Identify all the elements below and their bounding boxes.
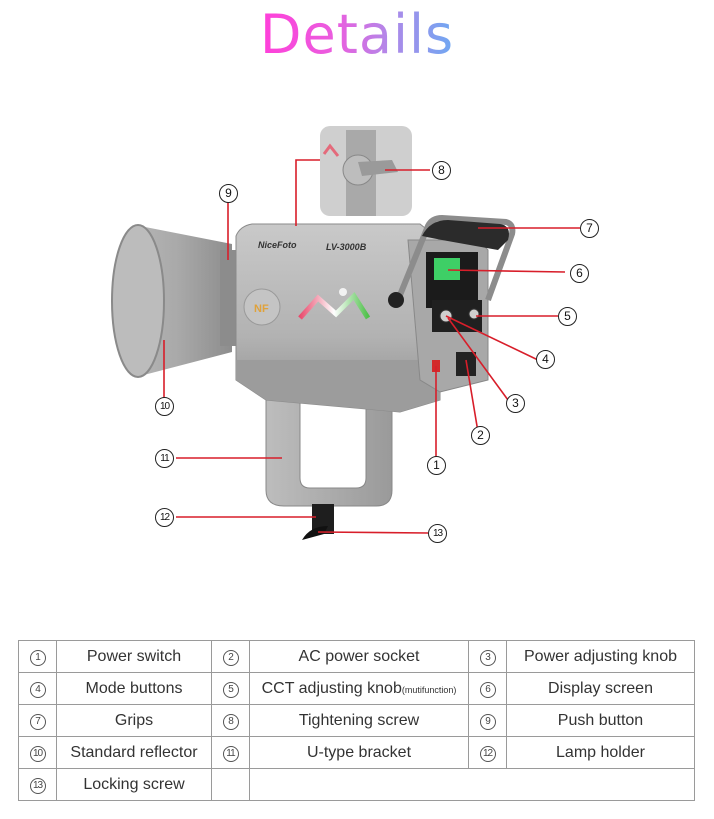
part-label: Push button xyxy=(506,704,695,737)
callout-lines xyxy=(163,159,580,534)
callout-11: 11 xyxy=(155,449,174,468)
callout-5: 5 xyxy=(558,307,577,326)
callout-1: 1 xyxy=(427,456,446,475)
product-diagram: NiceFoto LV-3000B NF xyxy=(0,80,714,620)
part-number: 11 xyxy=(222,746,239,762)
callout-13: 13 xyxy=(428,524,447,543)
part-number: 13 xyxy=(29,778,46,794)
callout-12: 12 xyxy=(155,508,174,527)
lamp-holder xyxy=(302,504,334,540)
callout-4: 4 xyxy=(536,350,555,369)
part-label: Power adjusting knob xyxy=(506,640,695,673)
part-number: 3 xyxy=(479,650,496,666)
part-label: Standard reflector xyxy=(56,736,212,769)
page-title: Details xyxy=(259,3,455,66)
part-note: (mutifunction) xyxy=(401,684,457,695)
callout-3: 3 xyxy=(506,394,525,413)
part-number: 5 xyxy=(222,682,239,698)
part-label: Power switch xyxy=(56,640,212,673)
table-row: 13 Locking screw xyxy=(18,768,695,801)
callout-7: 7 xyxy=(580,219,599,238)
callout-8: 8 xyxy=(432,161,451,180)
part-number: 9 xyxy=(479,714,496,730)
empty-cell xyxy=(249,768,695,801)
callout-6: 6 xyxy=(570,264,589,283)
part-number: 10 xyxy=(29,746,46,762)
empty-cell xyxy=(211,768,250,801)
part-number: 2 xyxy=(222,650,239,666)
table-row: 4 Mode buttons 5 CCT adjusting knob(muti… xyxy=(18,672,695,705)
part-label: AC power socket xyxy=(249,640,469,673)
callout-9: 9 xyxy=(219,184,238,203)
part-label: Grips xyxy=(56,704,212,737)
part-label: Tightening screw xyxy=(249,704,469,737)
led-light-illustration: NiceFoto LV-3000B NF xyxy=(111,126,580,540)
svg-text:LV-3000B: LV-3000B xyxy=(326,242,367,252)
part-number: 6 xyxy=(479,682,496,698)
standard-reflector xyxy=(111,224,236,378)
part-number: 7 xyxy=(29,714,46,730)
callout-10: 10 xyxy=(155,397,174,416)
part-label: Display screen xyxy=(506,672,695,705)
part-number: 4 xyxy=(29,682,46,698)
part-number: 8 xyxy=(222,714,239,730)
part-label: U-type bracket xyxy=(249,736,469,769)
table-row: 10 Standard reflector 11 U-type bracket … xyxy=(18,736,695,769)
part-number: 1 xyxy=(29,650,46,666)
part-number: 12 xyxy=(479,746,496,762)
light-body: NiceFoto LV-3000B NF xyxy=(235,214,516,413)
parts-table: 1 Power switch 2 AC power socket 3 Power… xyxy=(18,640,695,801)
part-label: Lamp holder xyxy=(506,736,695,769)
tightening-screw-inset xyxy=(320,126,412,216)
part-label: Mode buttons xyxy=(56,672,212,705)
svg-text:NiceFoto: NiceFoto xyxy=(258,240,297,250)
part-label: CCT adjusting knob(mutifunction) xyxy=(249,672,469,705)
table-row: 7 Grips 8 Tightening screw 9 Push button xyxy=(18,704,695,737)
table-row: 1 Power switch 2 AC power socket 3 Power… xyxy=(18,640,695,673)
part-label: Locking screw xyxy=(56,768,212,801)
callout-2: 2 xyxy=(471,426,490,445)
svg-text:NF: NF xyxy=(254,303,269,315)
